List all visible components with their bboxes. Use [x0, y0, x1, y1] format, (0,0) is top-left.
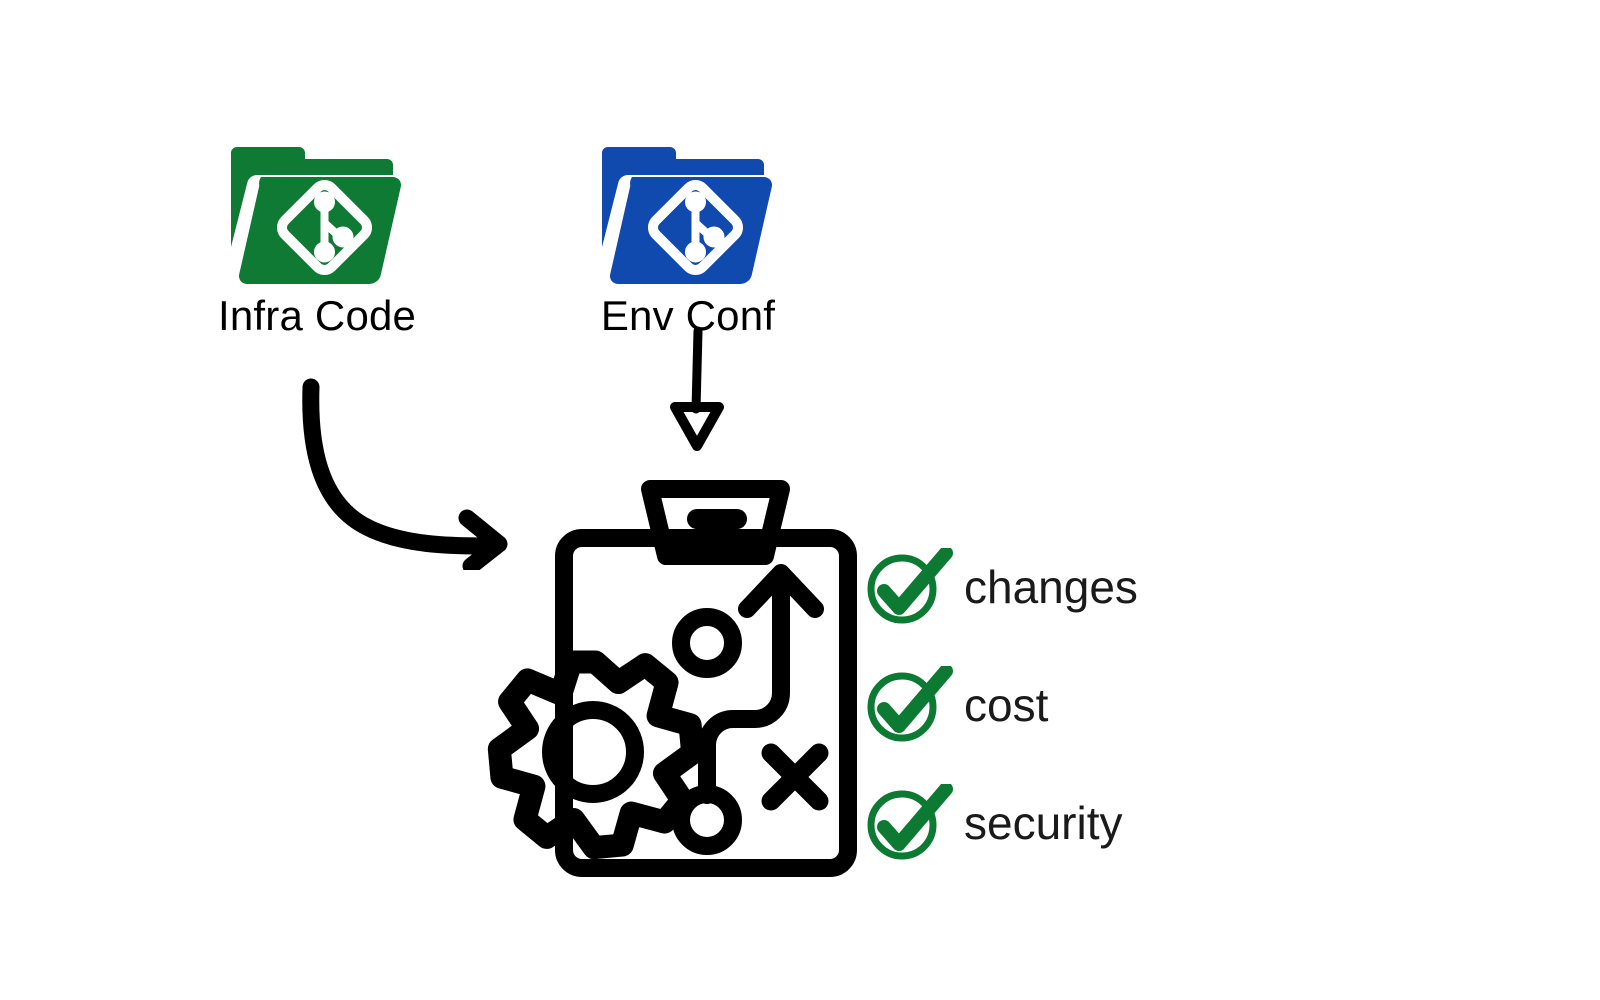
checklist-item[interactable]: security — [862, 782, 1138, 862]
source-label-env-conf: Env Conf — [600, 292, 776, 339]
source-node-env-conf[interactable]: Env Conf — [598, 137, 778, 338]
check-circle-icon — [862, 546, 954, 626]
source-label-infra-code: Infra Code — [218, 292, 417, 339]
checklist-item-label: changes — [964, 561, 1138, 613]
node-circle-bottom — [672, 785, 742, 855]
check-circle-icon — [862, 782, 954, 862]
clipboard-clip — [641, 480, 790, 565]
clipboard-board — [555, 529, 857, 877]
checklist-item-label: cost — [964, 679, 1049, 731]
checklist: changes cost security — [862, 546, 1138, 862]
cross-mark — [761, 743, 829, 811]
curved-arrow-infra-to-plan — [285, 370, 525, 575]
plan-path-arrow — [698, 572, 790, 804]
source-node-infra-code[interactable]: Infra Code — [218, 137, 416, 338]
gear-hub — [542, 701, 644, 803]
gear — [487, 650, 705, 860]
clipboard-strategy-icon[interactable] — [445, 465, 865, 890]
check-circle-icon — [862, 664, 954, 744]
checklist-item[interactable]: changes — [862, 546, 1138, 626]
git-folder-icon — [227, 137, 407, 292]
checklist-item-label: security — [964, 797, 1123, 849]
down-arrow-env-to-plan — [645, 325, 755, 460]
plan-arrow-head — [738, 564, 824, 618]
checklist-item[interactable]: cost — [862, 664, 1138, 744]
node-circle-top — [672, 608, 742, 678]
git-folder-icon — [598, 137, 778, 292]
